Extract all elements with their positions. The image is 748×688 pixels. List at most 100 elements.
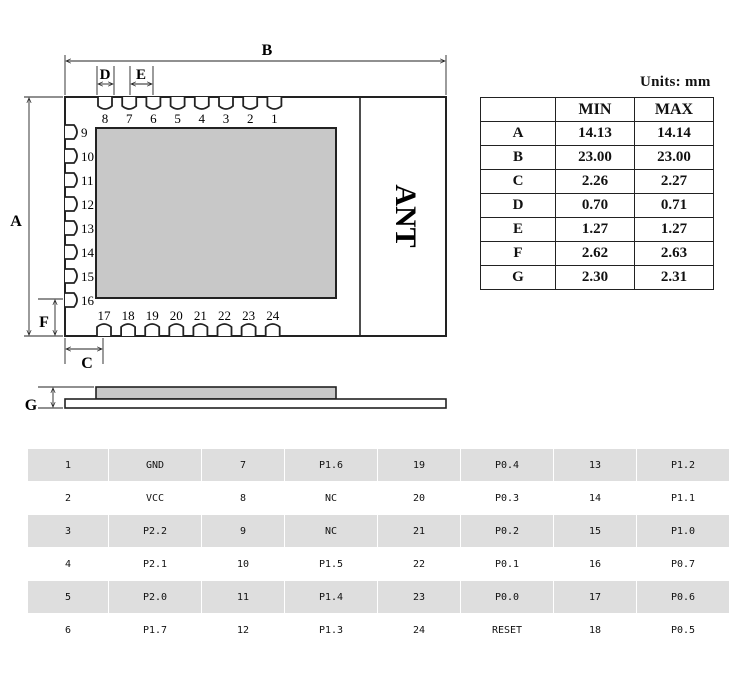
profile-can (95, 386, 337, 400)
pin-number-cell: 8 (201, 482, 284, 514)
top-pin-number: 8 (102, 111, 109, 126)
pin-function-cell: P1.4 (284, 580, 377, 614)
bottom-pin-number: 19 (146, 308, 159, 323)
pin-function-cell: P1.0 (636, 514, 729, 548)
dimension-cell: 1.27 (555, 217, 635, 242)
top-pad (218, 97, 234, 110)
top-pin-number: 5 (174, 111, 181, 126)
bottom-pin-number: 17 (98, 308, 112, 323)
bottom-pin-number: 21 (194, 308, 207, 323)
dimension-cell: 23.00 (555, 145, 635, 170)
dimension-cell: 2.62 (555, 241, 635, 266)
top-pad (121, 97, 138, 110)
pin-function-cell: P2.0 (108, 580, 201, 614)
pin-function-cell: P0.5 (636, 614, 729, 646)
pin-function-cell: P0.1 (460, 548, 553, 580)
top-pin-number: 3 (223, 111, 230, 126)
pin-number-cell: 15 (553, 514, 636, 548)
dimension-cell: D (480, 193, 556, 218)
left-pad (65, 172, 78, 188)
left-pin-number: 15 (81, 269, 94, 284)
pin-number-cell: 12 (201, 614, 284, 646)
top-pad (266, 97, 283, 110)
dimension-cell: 1.27 (634, 217, 714, 242)
pin-function-cell: P1.2 (636, 448, 729, 482)
dimension-cell: 0.71 (634, 193, 714, 218)
left-pin-number: 14 (81, 245, 95, 260)
bottom-pad (240, 323, 257, 336)
pin-function-cell: P1.5 (284, 548, 377, 580)
pin-function-cell: VCC (108, 482, 201, 514)
pin-number-cell: 5 (28, 580, 108, 614)
bottom-pad (120, 323, 136, 336)
dim-b-label: B (262, 42, 273, 59)
pin-number-cell: 2 (64, 492, 72, 504)
dim-a-label: A (10, 213, 22, 230)
left-pin-number: 11 (81, 173, 94, 188)
pin-function-cell: P0.4 (460, 448, 553, 482)
pin-number-cell: 23 (377, 580, 460, 614)
dim-e-label: E (136, 67, 146, 83)
left-pin-number: 9 (81, 125, 88, 140)
bottom-pin-number: 20 (170, 308, 183, 323)
pin-number-cell: 13 (553, 448, 636, 482)
top-pin-number: 6 (150, 111, 157, 126)
pin-number-cell: 21 (377, 514, 460, 548)
pin-function-cell: NC (284, 482, 377, 514)
left-pad (65, 124, 78, 140)
top-pin-number: 1 (271, 111, 278, 126)
pin-number-cell: 19 (377, 448, 460, 482)
left-pad (65, 196, 78, 212)
shield-can (95, 127, 337, 299)
bottom-pin-number: 24 (266, 308, 280, 323)
top-pin-number: 7 (126, 111, 133, 126)
dimension-cell: 0.70 (555, 193, 635, 218)
dimension-cell: B (480, 145, 556, 170)
dimension-cell: 2.30 (555, 265, 635, 290)
pin-number-cell: 10 (201, 548, 284, 580)
dimension-cell: C (480, 169, 556, 194)
pin-function-cell: RESET (460, 614, 553, 646)
bottom-pin-number: 22 (218, 308, 231, 323)
pin-function-cell: GND (108, 448, 201, 482)
left-pin-number: 13 (81, 221, 94, 236)
pin-number-cell: 9 (201, 514, 284, 548)
bottom-pad (168, 323, 185, 336)
left-pad (65, 268, 78, 284)
pin-number-cell: 7 (201, 448, 284, 482)
dimension-cell: A (480, 121, 556, 146)
left-pin-number: 16 (81, 293, 95, 308)
antenna-label: ANT (389, 184, 422, 247)
pin-function-cell: P2.2 (108, 514, 201, 548)
pin-function-cell: P2.1 (108, 548, 201, 580)
pin-function-cell: P0.3 (460, 482, 553, 514)
dimension-cell: 2.26 (555, 169, 635, 194)
pin-number-cell: 17 (553, 580, 636, 614)
pin-number-cell: 6 (64, 624, 72, 636)
dimension-cell: G (480, 265, 556, 290)
pin-number-cell: 16 (553, 548, 636, 580)
pin-number-cell: 1 (28, 448, 108, 482)
profile-pcb (64, 398, 447, 409)
pin-number-cell: 18 (553, 614, 636, 646)
bottom-pad (216, 323, 233, 336)
pin-function-cell: P0.2 (460, 514, 553, 548)
left-pad (65, 292, 78, 308)
dim-g-label: G (25, 397, 38, 414)
bottom-pad (264, 323, 281, 336)
pin-function-cell: P0.7 (636, 548, 729, 580)
units-label: Units: mm (640, 74, 711, 90)
dimension-cell: 2.27 (634, 169, 714, 194)
pin-function-cell: P0.0 (460, 580, 553, 614)
